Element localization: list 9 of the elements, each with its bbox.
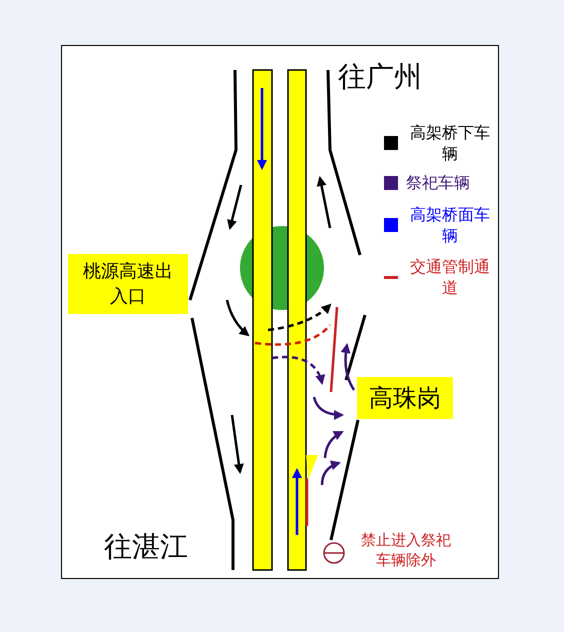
place-label-box: 桃源高速出入口 — [68, 254, 188, 314]
legend-text: 祭祀车辆 — [406, 172, 470, 193]
legend-text: 交通管制通道 — [409, 256, 491, 298]
legend-text: 高架桥面车辆 — [409, 204, 491, 246]
no-entry-note: 禁止进入祭祀车辆除外 — [360, 530, 452, 570]
direction-label: 往湛江 — [104, 529, 188, 565]
place-label-box: 高珠岗 — [357, 377, 453, 419]
legend-text: 高架桥下车辆 — [409, 122, 491, 164]
direction-label: 往广州 — [338, 59, 422, 95]
